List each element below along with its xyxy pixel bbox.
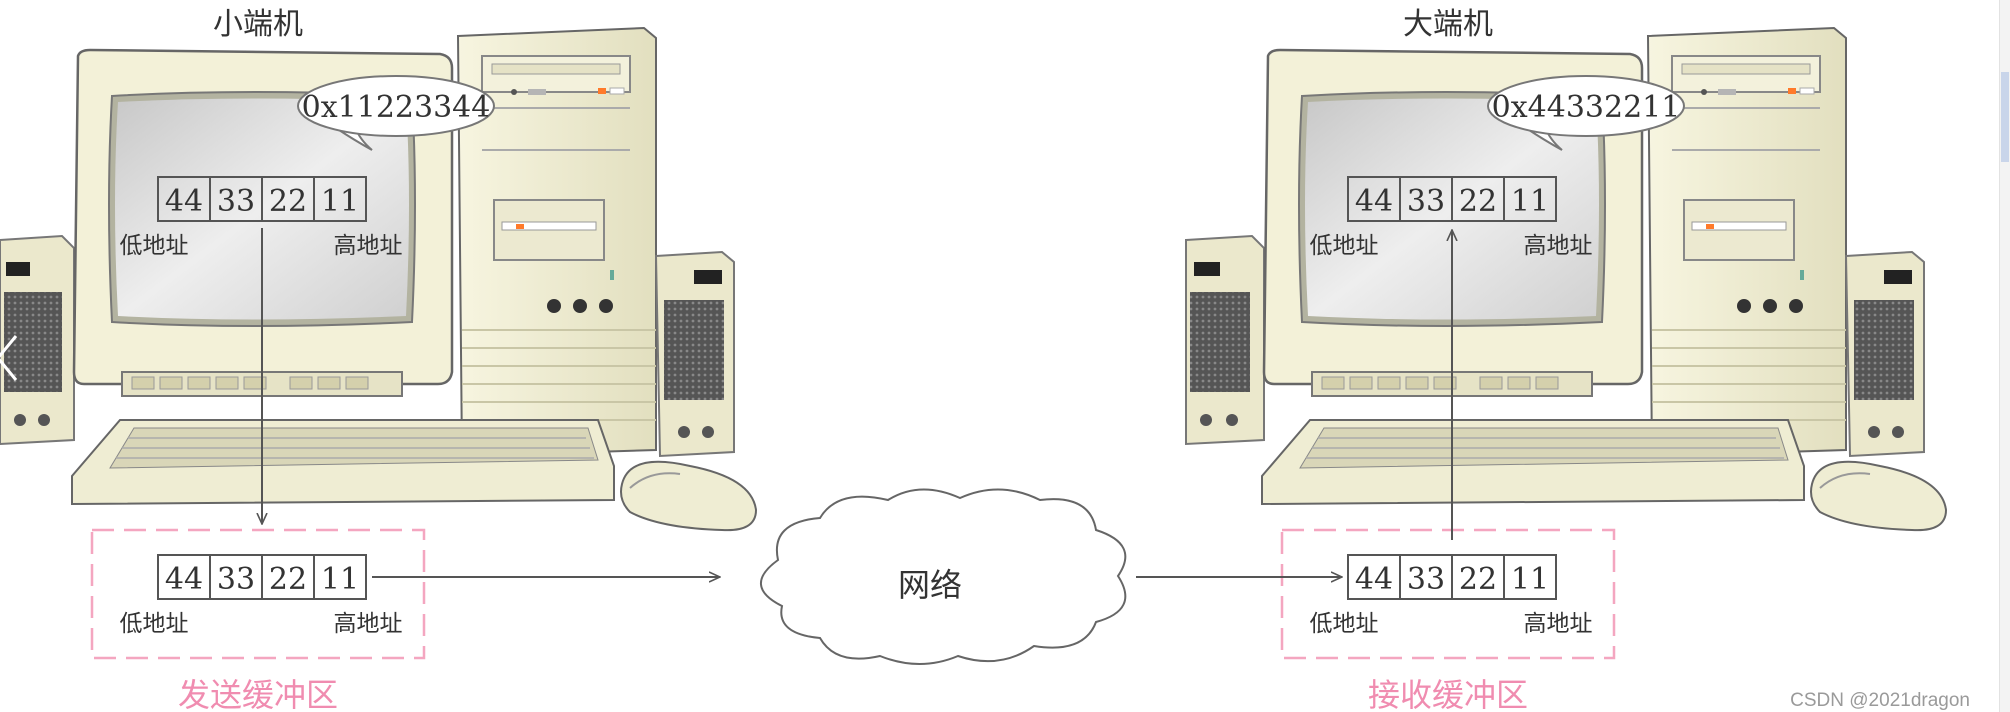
low-address-label: 低地址 <box>1310 233 1379 259</box>
byte-cell: 33 <box>217 562 255 597</box>
screen-byte-row: 44 33 22 11 低地址 高地址 <box>1310 176 1593 259</box>
cloud-icon: 网络 <box>760 488 1127 665</box>
mouse-icon <box>620 460 758 532</box>
little-endian-computer: 小端机 <box>0 7 758 532</box>
byte-cell: 22 <box>1459 562 1497 597</box>
network-label: 网络 <box>898 566 962 604</box>
byte-cell: 33 <box>217 184 255 219</box>
chevron-left-icon[interactable] <box>0 328 24 388</box>
send-buffer: 44 33 22 11 低地址 高地址 发送缓冲区 <box>90 528 426 712</box>
little-endian-value: 0x11223344 <box>302 90 491 125</box>
data-flow-arrows <box>262 228 1452 577</box>
speaker-icon <box>0 234 75 446</box>
low-address-label: 低地址 <box>120 233 189 259</box>
low-address-label: 低地址 <box>1310 611 1379 637</box>
big-endian-title: 大端机 <box>1403 7 1493 42</box>
high-address-label: 高地址 <box>1524 611 1593 637</box>
byte-cell: 44 <box>1355 562 1393 597</box>
byte-cell: 44 <box>165 184 203 219</box>
value-bubble: 0x44332211 <box>1487 75 1685 151</box>
scrollbar[interactable] <box>1999 0 2010 712</box>
low-address-label: 低地址 <box>120 611 189 637</box>
big-endian-value: 0x44332211 <box>1492 90 1681 125</box>
byte-cell: 22 <box>269 562 307 597</box>
byte-cell: 22 <box>1459 184 1497 219</box>
byte-cell: 44 <box>165 562 203 597</box>
keyboard-icon <box>71 419 615 506</box>
receive-buffer: 44 33 22 11 低地址 高地址 接收缓冲区 <box>1280 528 1616 712</box>
byte-cell: 11 <box>321 562 359 597</box>
byte-cell: 33 <box>1407 184 1445 219</box>
little-endian-title: 小端机 <box>213 7 303 42</box>
tower-icon <box>456 26 657 458</box>
speaker-icon <box>654 250 735 458</box>
tower-icon <box>1646 26 1847 458</box>
send-buffer-label: 发送缓冲区 <box>178 676 338 712</box>
byte-cell: 11 <box>321 184 359 219</box>
byte-cell: 33 <box>1407 562 1445 597</box>
mouse-icon <box>1810 460 1948 532</box>
big-endian-computer: 大端机 <box>1185 7 1948 532</box>
speaker-icon <box>1844 250 1925 458</box>
high-address-label: 高地址 <box>1524 233 1593 259</box>
speaker-icon <box>1185 234 1265 446</box>
byte-cell: 22 <box>269 184 307 219</box>
byte-cell: 44 <box>1355 184 1393 219</box>
screen-byte-row: 44 33 22 11 低地址 高地址 <box>120 176 403 259</box>
high-address-label: 高地址 <box>334 611 403 637</box>
high-address-label: 高地址 <box>334 233 403 259</box>
keyboard-icon <box>1261 419 1805 506</box>
byte-cell: 11 <box>1511 184 1549 219</box>
scrollbar-thumb[interactable] <box>2001 72 2009 162</box>
watermark: CSDN @2021dragon <box>1790 690 1970 711</box>
byte-cell: 11 <box>1511 562 1549 597</box>
receive-buffer-label: 接收缓冲区 <box>1368 676 1528 712</box>
value-bubble: 0x11223344 <box>297 75 495 151</box>
